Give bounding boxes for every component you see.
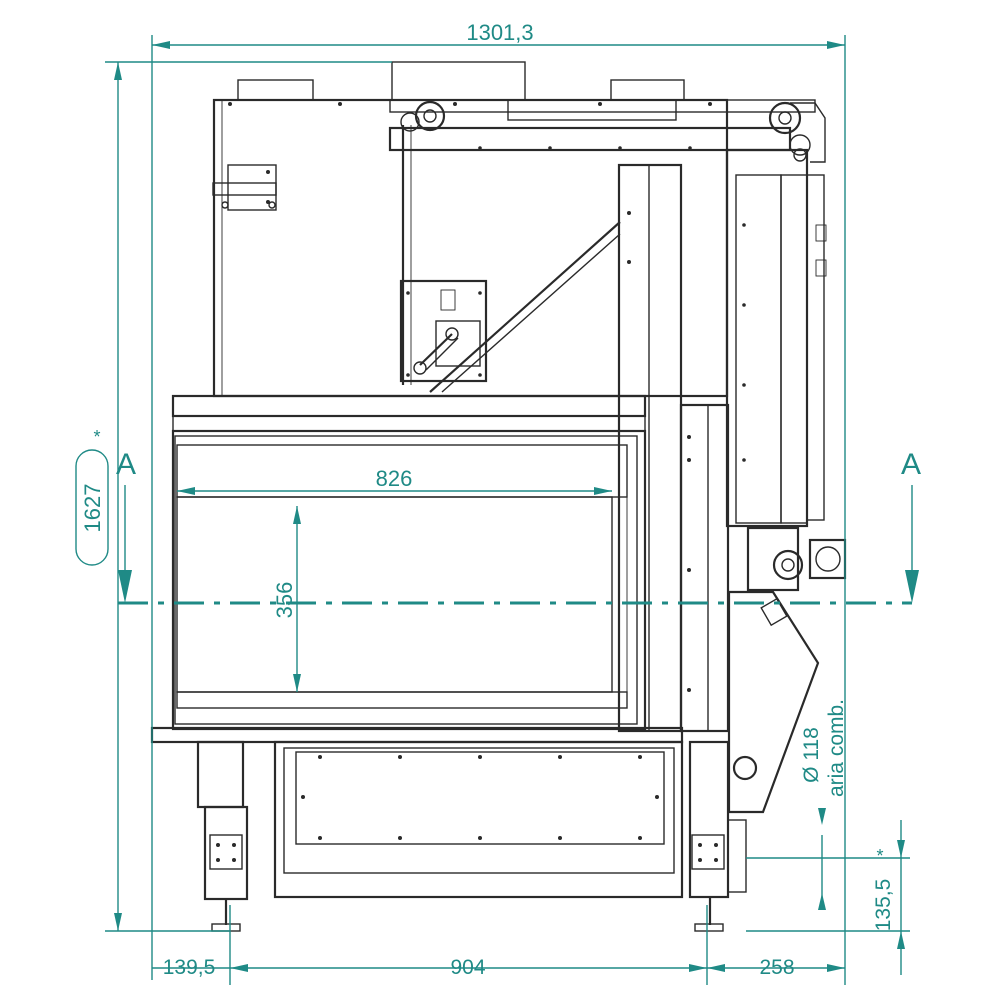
- air-height-mark: *: [876, 846, 883, 866]
- glass-opening: [176, 496, 613, 693]
- drive-motor: [746, 526, 800, 592]
- lift-frame-beam: [388, 126, 792, 152]
- left-foot-bracket: [203, 805, 249, 901]
- top-rail: [389, 99, 816, 113]
- air-inlet: [732, 755, 758, 781]
- upper-housing: [212, 98, 729, 398]
- dim-right-width: 258: [759, 956, 794, 979]
- height-mark: *: [93, 427, 100, 447]
- hatched-band-bottom: [176, 691, 628, 709]
- air-duct-label: aria comb.: [825, 699, 848, 797]
- lift-mechanism: [399, 279, 488, 383]
- dim-overall-height: 1627: [80, 484, 105, 533]
- base-cabinet: [273, 740, 684, 899]
- dim-air-duct: Ø 118: [800, 727, 823, 783]
- dim-middle-width: 904: [450, 956, 485, 979]
- dim-glass-height: 356: [272, 582, 297, 619]
- pulley-left: [414, 100, 446, 132]
- top-vent-right: [610, 79, 685, 101]
- section-label-left: A: [116, 448, 136, 481]
- right-cabinet: [725, 148, 809, 528]
- dim-air-height: 135,5: [872, 879, 895, 932]
- left-leg-block: [196, 740, 245, 809]
- fireplace-body: [150, 61, 847, 932]
- side-panel: [679, 403, 730, 733]
- base-panel: [295, 751, 665, 845]
- dim-overall-width: 1301,3: [466, 20, 533, 45]
- pulley-right: [768, 101, 802, 135]
- section-label-right: A: [901, 448, 921, 481]
- top-vent-left: [237, 79, 314, 101]
- top-vent-center: [391, 61, 526, 101]
- height-badge: [75, 449, 109, 566]
- dim-left-offset: 139,5: [163, 956, 216, 979]
- right-leg-block: [688, 740, 730, 899]
- dim-glass-width: 826: [376, 466, 413, 491]
- dimension-layer: 1301,3 1627 * 139,5 904 258 826 356: [75, 20, 921, 985]
- panel-dots: [301, 755, 659, 840]
- hood-shelf: [171, 394, 647, 418]
- diagonal-strut: [429, 221, 621, 393]
- vertical-column: [617, 163, 683, 733]
